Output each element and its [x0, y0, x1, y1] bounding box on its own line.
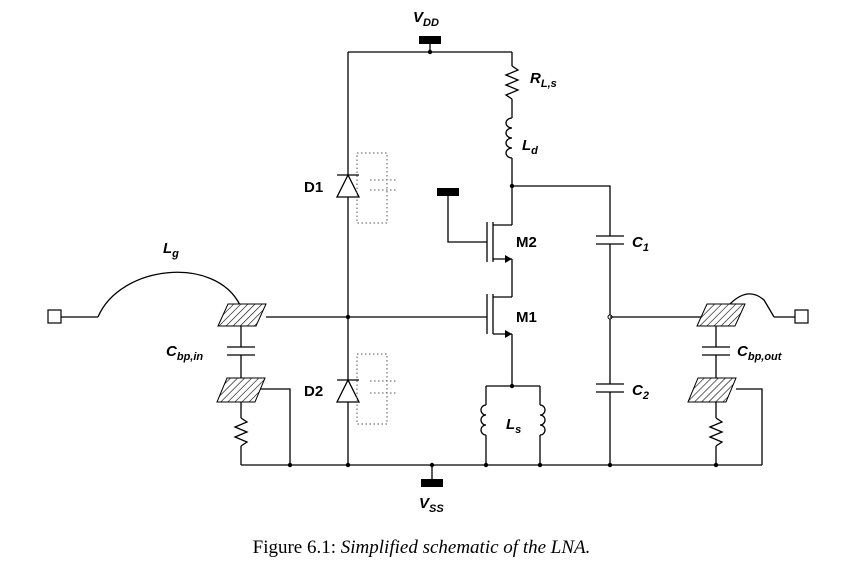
transistor-m2: [437, 186, 513, 297]
m1-label: M1: [516, 309, 537, 326]
m2-label: M2: [516, 234, 537, 251]
c1-label: C1: [632, 234, 649, 254]
vss-terminal: [421, 462, 443, 487]
ls-label: Ls: [506, 416, 521, 436]
d2-label: D2: [304, 383, 323, 400]
capacitor-c2: [596, 383, 624, 468]
transistor-m1: [486, 294, 513, 386]
inductor-ls: [480, 383, 546, 468]
input-network: [47, 271, 487, 468]
c2-label: C2: [632, 382, 649, 402]
capacitor-c1: [596, 235, 624, 384]
lg-label: Lg: [163, 240, 179, 260]
d1-label: D1: [304, 179, 323, 196]
cbp-out-label: Cbp,out: [737, 343, 783, 363]
rls-label: RL,s: [530, 70, 557, 90]
vdd-label: VDD: [413, 9, 439, 29]
resistor-rls: [504, 52, 520, 118]
diode-d1: [335, 152, 398, 224]
vss-label: VSS: [419, 495, 444, 515]
esd-rail: [345, 52, 351, 468]
caption-text: Simplified schematic of the LNA.: [340, 537, 591, 558]
c1-top-wire: [512, 185, 611, 236]
output-network: [610, 293, 809, 468]
figure-caption: Figure 6.1: Simplified schematic of the …: [0, 537, 843, 559]
inductor-ld: [505, 117, 513, 186]
diode-d2: [335, 353, 398, 425]
cbp-in-label: Cbp,in: [166, 343, 203, 363]
ld-label: Ld: [522, 137, 538, 157]
caption-prefix: Figure 6.1:: [252, 537, 341, 558]
